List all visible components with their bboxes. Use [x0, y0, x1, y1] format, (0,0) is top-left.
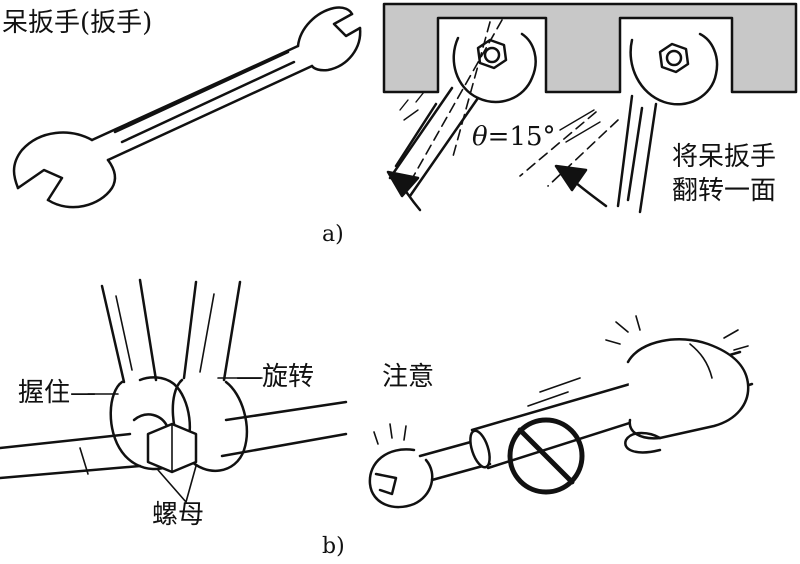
flip-instruction-line1: 将呆扳手 [672, 142, 777, 172]
wrench-title: 呆扳手(扳手) [2, 8, 153, 38]
caption-b: b) [322, 534, 345, 559]
open-end-wrench-illustration [12, 6, 362, 209]
nut-label: 螺母 [152, 500, 205, 530]
nut-turning-illustration [382, 2, 798, 214]
flip-instruction-line2: 翻转一面 [672, 176, 777, 206]
angle-annotation: θ=15° [472, 124, 556, 150]
grip-label: 握住— [18, 378, 97, 408]
caption-a: a) [322, 222, 344, 247]
caution-illustration [368, 315, 754, 509]
angle-symbol: θ [472, 122, 488, 152]
rotate-label: —旋转 [236, 362, 315, 392]
caution-label: 注意 [382, 362, 435, 392]
angle-value: =15° [487, 122, 556, 152]
two-wrench-illustration [0, 278, 348, 503]
